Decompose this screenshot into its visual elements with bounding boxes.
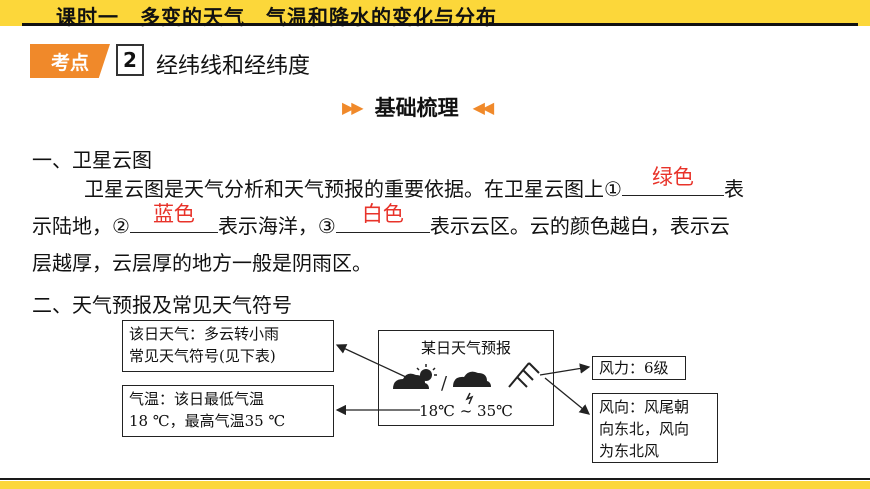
point-title: 经纬线和经纬度	[156, 54, 311, 79]
para-line-2: 示陆地，② 蓝色表示海洋，③ 白色表示云区。云的颜色越白，表示云	[32, 202, 847, 245]
wind-direction-box: 风向：风尾朝 向东北，风向 为东北风	[592, 393, 718, 463]
text-span: 卫星云图是天气分析和天气预报的重要依据。在卫星云图上①	[84, 177, 622, 201]
text-span: 示陆地，②	[32, 214, 130, 238]
point-number: 2	[116, 44, 144, 76]
arrow-to-weather	[335, 344, 409, 379]
header-bar: 课时一 多变的天气 气温和降水的变化与分布	[0, 0, 870, 29]
weather-desc-box: 该日天气：多云转小雨 常见天气符号(见下表)	[122, 320, 334, 372]
text-span: 表	[723, 177, 744, 201]
text-span: 层越厚，云层厚的地方一般是阴雨区。	[32, 251, 372, 275]
temperature-desc-box: 气温：该日最低气温 18 ℃，最高气温35 ℃	[122, 385, 334, 437]
arrow-to-wind-direction	[544, 377, 591, 415]
arrow-to-wind-force	[539, 363, 591, 376]
answer-blank-2: 蓝色	[129, 202, 218, 233]
arrow-left-icon: ◀◀	[472, 97, 495, 117]
answer-3: 白色	[361, 202, 404, 226]
section-title-text: 基础梳理	[374, 96, 459, 120]
forecast-temperature: 18℃ ~ 35℃	[419, 402, 513, 420]
wind-force-box: 风力：6级	[592, 356, 686, 380]
forecast-title: 某日天气预报	[420, 339, 511, 357]
partly-cloudy-icon	[393, 364, 437, 389]
answer-1: 绿色	[651, 165, 694, 189]
footer-bar	[0, 478, 870, 489]
header-rule	[22, 23, 858, 26]
part2-heading: 二、天气预报及常见天气符号	[32, 293, 292, 317]
answer-blank-3: 白色	[335, 202, 430, 233]
wind-barb-icon	[508, 362, 540, 388]
para-line-1: 卫星云图是天气分析和天气预报的重要依据。在卫星云图上① 绿色表	[32, 165, 847, 208]
answer-blank-1: 绿色	[621, 165, 724, 196]
slash-glyph: /	[441, 373, 448, 394]
text-span: 表示海洋，③	[217, 214, 336, 238]
answer-2: 蓝色	[152, 202, 195, 226]
para-line-3: 层越厚，云层厚的地方一般是阴雨区。	[32, 245, 847, 282]
text-span: 表示云区。云的颜色越白，表示云	[429, 214, 730, 238]
part1-heading: 一、卫星云图	[32, 148, 152, 172]
weather-symbols: /	[393, 362, 540, 405]
point-badge: 考点	[30, 44, 110, 78]
light-rain-icon	[453, 371, 491, 405]
arrow-right-icon: ▶▶	[342, 97, 364, 117]
section-title: ▶▶ 基础梳理 ◀◀	[342, 92, 495, 122]
